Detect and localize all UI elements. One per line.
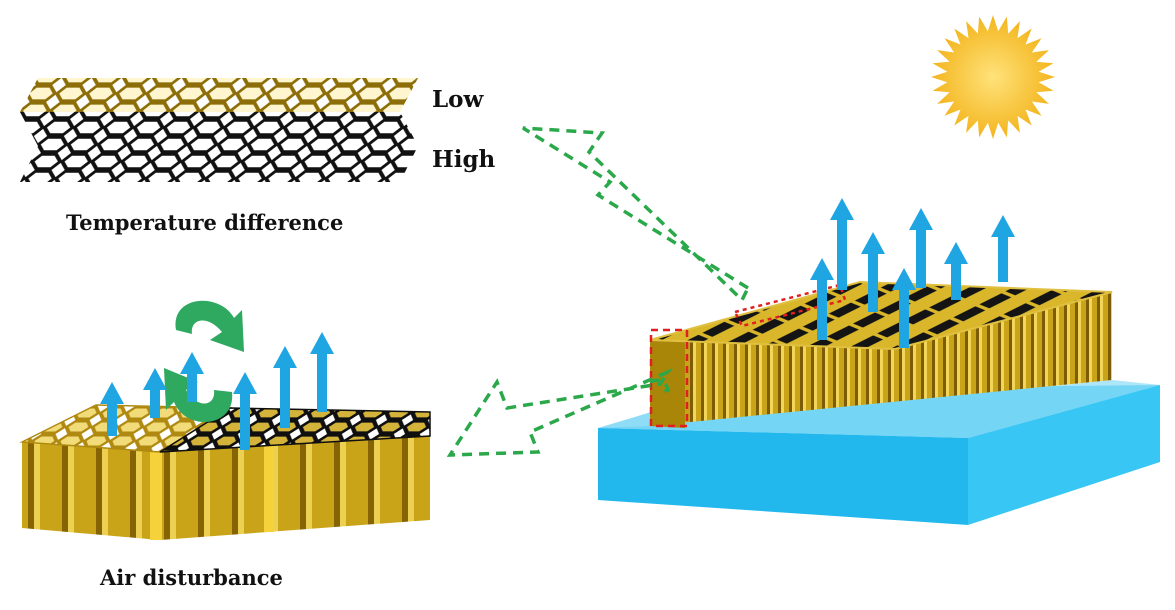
vapor-arrow xyxy=(273,346,297,428)
evaporator-array xyxy=(649,280,1113,428)
vapor-arrow-icon xyxy=(100,198,1015,450)
temperature-membrane xyxy=(20,78,418,182)
circulation-arrow-icon xyxy=(164,300,244,423)
label-temperature-difference: Temperature difference xyxy=(66,210,344,235)
sun-icon xyxy=(931,15,1055,139)
air-disturbance-block xyxy=(19,404,431,540)
vapor-arrow xyxy=(233,372,257,450)
label-high: High xyxy=(432,146,496,173)
label-air-disturbance: Air disturbance xyxy=(100,565,283,590)
label-low: Low xyxy=(432,86,484,113)
vapor-arrow xyxy=(830,198,854,290)
vapor-arrow xyxy=(861,232,885,312)
vapor-arrow xyxy=(100,382,124,436)
dashed-callout-arrow-icon xyxy=(446,126,751,457)
sun-rays xyxy=(931,15,1055,139)
vapor-arrow xyxy=(310,332,334,412)
vapor-arrow xyxy=(892,268,916,348)
vapor-arrow xyxy=(180,352,204,402)
vapor-arrow xyxy=(909,208,933,288)
vapor-arrow xyxy=(991,215,1015,282)
vapor-arrow xyxy=(143,368,167,418)
vapor-arrow xyxy=(944,242,968,300)
vapor-arrow xyxy=(810,258,834,340)
